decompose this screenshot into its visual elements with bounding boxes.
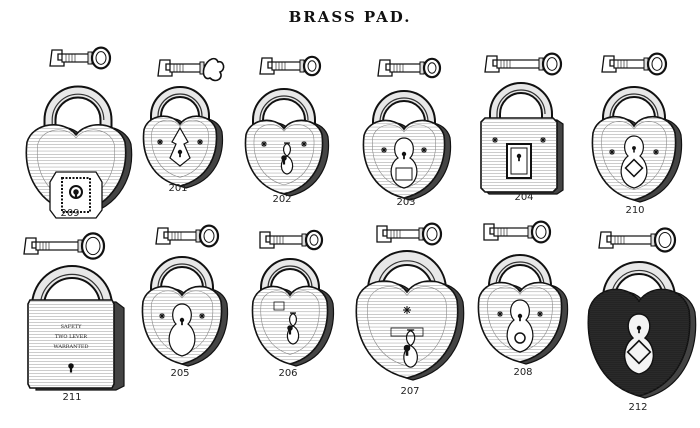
lock-number-211: 211 bbox=[62, 392, 82, 403]
lock-number-210: 210 bbox=[625, 205, 645, 216]
lock-number-203: 203 bbox=[396, 197, 416, 208]
lock-number-205: 205 bbox=[170, 368, 190, 379]
key-icon bbox=[155, 224, 220, 248]
key-icon bbox=[376, 222, 443, 246]
lock-number-207: 207 bbox=[400, 386, 420, 397]
lock-number-202: 202 bbox=[272, 194, 292, 205]
shackle bbox=[43, 85, 113, 132]
lock-body bbox=[362, 119, 452, 201]
lock-body bbox=[480, 117, 564, 195]
padlock-209-illustration bbox=[25, 46, 133, 219]
shackle bbox=[150, 86, 210, 128]
padlock-208-illustration bbox=[477, 220, 569, 365]
lock-body bbox=[355, 280, 465, 381]
shackle bbox=[252, 88, 316, 134]
key-icon bbox=[484, 52, 563, 76]
padlock-211: SAFETY TWO LEVER WARRANTED bbox=[14, 232, 134, 392]
lock-body bbox=[244, 119, 330, 197]
page-title: BRASS PAD. bbox=[288, 8, 412, 26]
lock-number-212: 212 bbox=[628, 402, 648, 413]
key-icon bbox=[598, 227, 677, 253]
lock-body bbox=[251, 285, 335, 367]
shackle bbox=[31, 265, 113, 307]
shackle bbox=[489, 82, 553, 120]
padlock-207 bbox=[355, 218, 465, 383]
lock-number-204: 204 bbox=[514, 192, 534, 203]
lock-number-208: 208 bbox=[513, 367, 533, 378]
key-icon bbox=[259, 229, 324, 251]
key-icon bbox=[483, 220, 552, 244]
lock-body bbox=[591, 116, 683, 203]
padlock-206-illustration bbox=[251, 229, 335, 367]
lock-body bbox=[477, 281, 569, 365]
padlock-209 bbox=[20, 42, 133, 222]
padlock-210-illustration bbox=[591, 52, 683, 203]
key-icon bbox=[259, 55, 322, 77]
shackle bbox=[260, 258, 320, 302]
padlock-204-illustration bbox=[480, 52, 564, 195]
padlock-207-illustration bbox=[355, 222, 465, 381]
padlock-212 bbox=[585, 227, 697, 403]
padlock-205 bbox=[138, 220, 233, 370]
lock-body bbox=[141, 285, 229, 367]
padlock-210 bbox=[590, 48, 690, 203]
padlock-203 bbox=[360, 50, 452, 201]
padlock-202 bbox=[244, 48, 334, 198]
lock-plate-text: TWO LEVER bbox=[55, 334, 87, 340]
lock-body bbox=[25, 124, 133, 219]
lock-body bbox=[587, 288, 697, 399]
padlock-201-illustration bbox=[142, 57, 225, 189]
padlock-206 bbox=[250, 222, 340, 372]
shackle bbox=[488, 254, 552, 298]
key-icon bbox=[601, 52, 668, 76]
padlock-204 bbox=[475, 44, 575, 195]
key-icon bbox=[157, 57, 225, 82]
shackle bbox=[602, 86, 666, 134]
shackle bbox=[150, 256, 214, 300]
lock-plate-text: WARRANTED bbox=[53, 344, 88, 350]
padlock-203-illustration bbox=[362, 57, 452, 201]
padlock-202-illustration bbox=[244, 55, 330, 197]
key-icon bbox=[377, 57, 442, 79]
lock-number-209: 209 bbox=[60, 208, 80, 219]
padlock-208 bbox=[474, 218, 574, 368]
padlock-205-illustration bbox=[141, 224, 229, 367]
lock-body bbox=[142, 115, 224, 189]
padlock-212-illustration bbox=[587, 227, 697, 399]
lock-number-201: 201 bbox=[168, 183, 188, 194]
padlock-211-illustration: SAFETY TWO LEVER WARRANTED bbox=[23, 232, 125, 391]
padlock-201 bbox=[138, 48, 228, 189]
key-icon bbox=[23, 232, 106, 260]
lock-plate-text: SAFETY bbox=[61, 324, 82, 330]
key-icon bbox=[49, 46, 112, 70]
shackle bbox=[372, 90, 436, 136]
lock-number-206: 206 bbox=[278, 368, 298, 379]
lock-body: SAFETY TWO LEVER WARRANTED bbox=[27, 299, 125, 391]
